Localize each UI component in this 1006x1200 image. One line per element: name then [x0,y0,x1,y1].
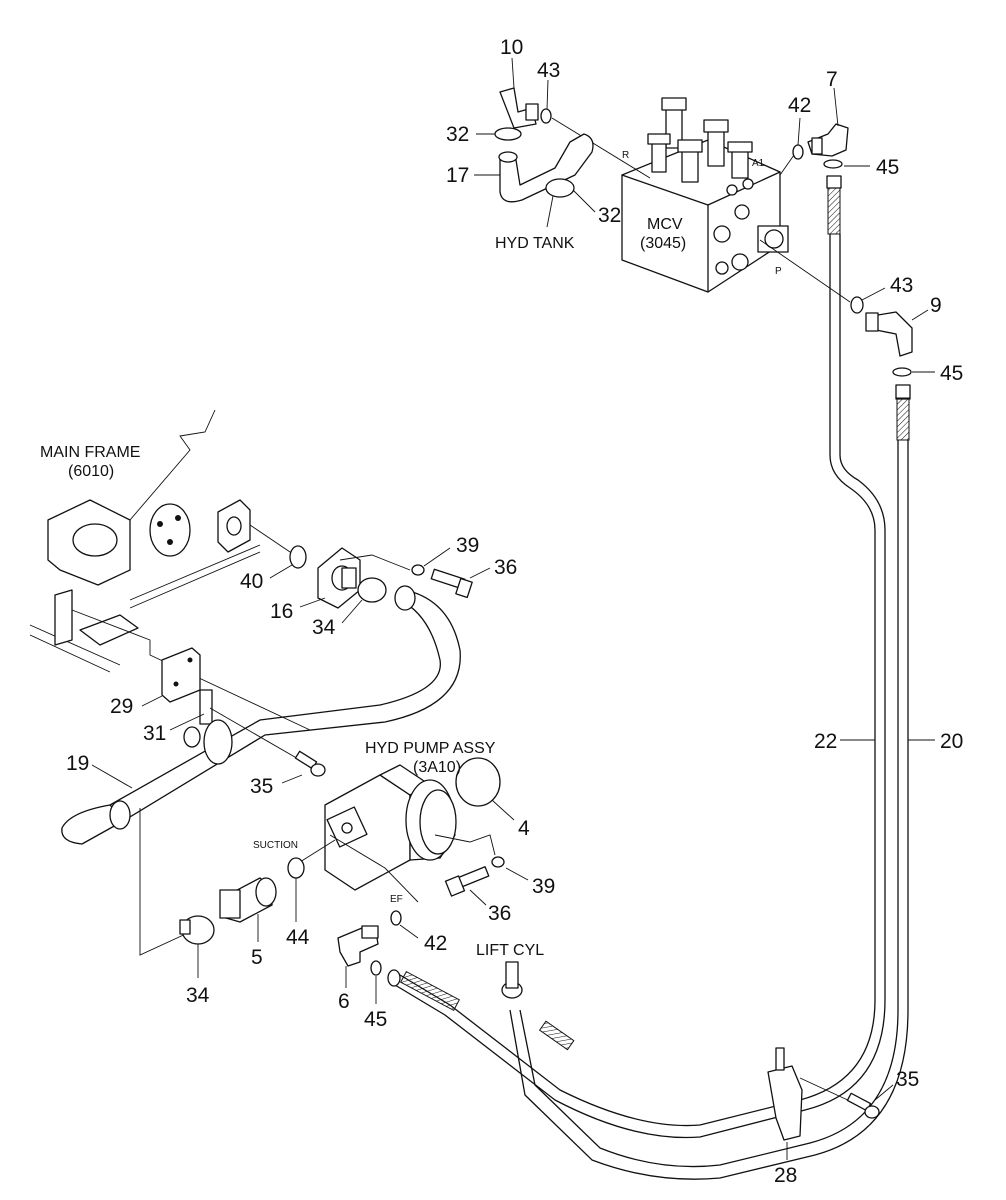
pressure-hose-22 [387,175,886,1139]
elbow-fitting-6 [337,925,379,967]
callout-6: 6 [338,990,350,1013]
callout-34: 34 [312,616,336,639]
o-ring-43-right [850,296,864,314]
bolt-36-top [430,568,473,599]
callout-leaders [91,57,935,1160]
mcv-spool-stacks [647,97,753,183]
callout-32: 32 [598,204,621,227]
elbow-fitting-10 [499,87,539,129]
callout-36: 36 [488,902,511,925]
hyd-tank-label: HYD TANK [495,235,575,252]
callout-16: 16 [270,600,293,623]
callout-39: 39 [456,534,479,557]
main-frame-label: MAIN FRAME [40,444,140,461]
hose-clamp-34-top [357,577,387,603]
callout-39: 39 [532,875,555,898]
hose-clamp-28 [767,1047,803,1141]
bolt-35-upper [294,750,326,777]
callout-35: 35 [250,775,273,798]
callout-36: 36 [494,556,517,579]
port-p-label: P [775,266,782,277]
bracket-29 [161,647,201,703]
mcv-code-label: (3045) [640,235,686,252]
o-ring-42-top [792,144,804,160]
lift-cyl-label: LIFT CYL [476,942,544,959]
callout-45: 45 [364,1008,387,1031]
o-ring-45-pump [370,960,382,976]
callout-42: 42 [788,94,811,117]
washer-39-pump [491,856,505,868]
tank-return-group: HYD TANK [494,87,651,252]
callout-10: 10 [500,36,523,59]
elbow-fitting-9 [865,311,913,357]
return-hose-17 [499,133,594,203]
callout-31: 31 [143,722,166,745]
mcv-label: MCV [647,216,683,233]
o-ring-45-top [823,159,843,169]
hose-clamp-32-lower [545,178,575,198]
ef-label: EF [390,894,403,905]
o-ring-40 [289,545,307,569]
callout-34: 34 [186,984,210,1007]
callout-45: 45 [940,362,963,385]
callout-29: 29 [110,695,133,718]
callout-35: 35 [896,1068,919,1091]
bolt-35-lower [846,1092,880,1119]
elbow-fitting-7 [807,123,849,157]
callout-7: 7 [826,68,838,91]
hose-clamp-32-top [494,127,522,141]
callout-45: 45 [876,156,899,179]
return-hose-20: LIFT CYL [476,384,911,1180]
washer-39-top [411,564,425,576]
callout-5: 5 [251,946,263,969]
callout-44: 44 [286,926,310,949]
hyd-pump-assy: HYD PUMP ASSY (3A10) [324,740,501,891]
o-ring-43-top [540,108,552,124]
callout-19: 19 [66,752,89,775]
main-frame: MAIN FRAME (6010) [29,409,261,673]
port-a1-label: A1 [752,158,765,169]
callout-42: 42 [424,932,447,955]
bolt-36-pump [444,866,490,897]
o-ring-44 [287,857,305,879]
port-r-label: R [622,150,629,161]
callout-17: 17 [446,164,469,187]
hyd-pump-code-label: (3A10) [413,759,461,776]
suction-hose-19 [61,585,461,845]
callout-numbers: 10 43 32 17 32 7 42 45 43 9 45 39 36 40 … [66,36,963,1187]
callout-9: 9 [930,294,942,317]
callout-43: 43 [537,59,560,82]
callout-20: 20 [940,730,963,753]
suction-flange-16 [317,547,361,609]
mcv-valve-block: MCV (3045) R A1 P [621,97,789,293]
hose-clamp-34-lower [179,915,215,945]
o-ring-42-pump [390,910,402,926]
gasket-4 [455,757,501,807]
callout-4: 4 [518,817,530,840]
right-fittings-group [759,123,913,377]
hyd-pump-label: HYD PUMP ASSY [365,740,496,757]
callout-22: 22 [814,730,837,753]
callout-40: 40 [240,570,263,593]
suction-fitting-5 [219,877,277,923]
callout-32: 32 [446,123,469,146]
suction-label: SUCTION [253,840,298,851]
hose-clamp-31 [183,689,233,765]
callout-28: 28 [774,1164,797,1187]
callout-43: 43 [890,274,913,297]
o-ring-45-right [892,367,912,377]
main-frame-code-label: (6010) [68,463,114,480]
